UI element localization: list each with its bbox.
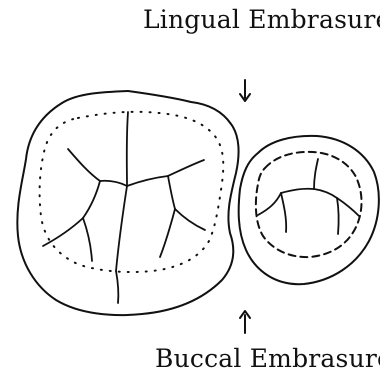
large-tooth-groove (68, 149, 100, 181)
buccal-embrasure-label: Buccal Embrasure (155, 346, 380, 371)
lingual-embrasure-label: Lingual Embrasure (143, 7, 380, 32)
large-tooth-inner-dotted-outline (40, 112, 224, 272)
small-tooth-groove (281, 189, 314, 193)
small-tooth-outline (239, 136, 379, 284)
